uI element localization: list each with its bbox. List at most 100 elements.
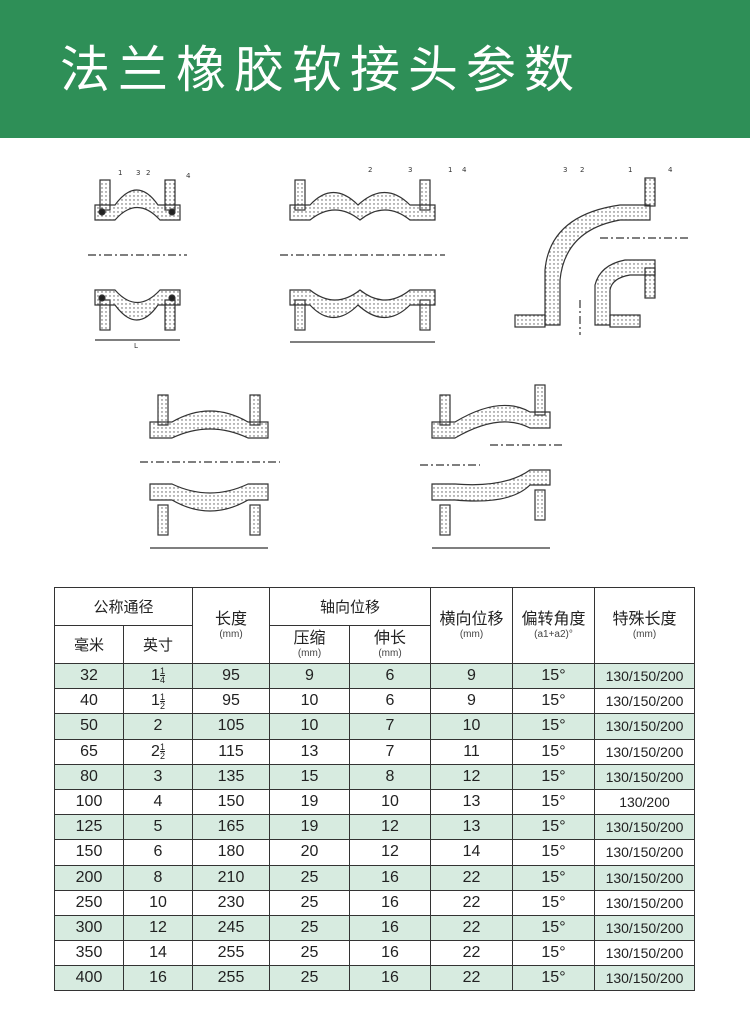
header-length: 长度 (mm) bbox=[192, 587, 270, 664]
cell-compress: 25 bbox=[269, 914, 350, 942]
diagram-label-1: 1 bbox=[118, 169, 122, 177]
cell-length: 105 bbox=[192, 713, 270, 740]
cell-lateral: 11 bbox=[430, 738, 513, 765]
cell-angle: 15° bbox=[512, 889, 595, 916]
cell-mm: 100 bbox=[54, 788, 124, 816]
header-inch: 英寸 bbox=[123, 625, 193, 664]
cell-compress: 25 bbox=[269, 889, 350, 916]
inch-whole: 14 bbox=[149, 944, 167, 962]
cell-length: 150 bbox=[192, 788, 270, 816]
cell-angle: 15° bbox=[512, 839, 595, 866]
header-compress: 压缩 (mm) bbox=[269, 625, 350, 664]
cell-compress: 20 bbox=[269, 839, 350, 866]
cell-length: 180 bbox=[192, 839, 270, 866]
cell-lateral: 22 bbox=[430, 864, 513, 891]
cell-compress: 13 bbox=[269, 738, 350, 765]
header-nominal: 公称通径 bbox=[54, 587, 193, 626]
cell-angle: 15° bbox=[512, 814, 595, 841]
cell-inch: 6 bbox=[123, 839, 193, 866]
parameters-table: 公称通径 长度 (mm) 轴向位移 横向位移 (mm) 偏转角度 (a1+a2)… bbox=[54, 587, 695, 992]
double-sphere-drawing bbox=[280, 179, 445, 343]
cell-lateral: 13 bbox=[430, 788, 513, 816]
cell-special: 130/150/200 bbox=[594, 839, 695, 866]
cell-extend: 12 bbox=[349, 814, 431, 841]
cell-special: 130/150/200 bbox=[594, 763, 695, 790]
diagram2-label-1: 1 bbox=[448, 166, 452, 174]
cell-mm: 200 bbox=[54, 864, 124, 891]
cell-extend: 8 bbox=[349, 763, 431, 790]
cell-mm: 40 bbox=[54, 688, 124, 715]
header-special: 特殊长度 (mm) bbox=[594, 587, 695, 664]
diagram2-label-4: 4 bbox=[462, 166, 467, 174]
cell-compress: 19 bbox=[269, 788, 350, 816]
header-special-unit: (mm) bbox=[632, 629, 657, 640]
cell-compress: 10 bbox=[269, 713, 350, 740]
elbow-drawing bbox=[514, 177, 690, 335]
cell-angle: 15° bbox=[512, 965, 595, 992]
header-lateral-label: 横向位移 bbox=[439, 611, 504, 628]
cell-mm: 65 bbox=[54, 738, 124, 765]
header-compress-label: 压缩 bbox=[293, 630, 326, 647]
cell-lateral: 14 bbox=[430, 839, 513, 866]
cell-inch: 5 bbox=[123, 814, 193, 841]
fraction-denominator: 4 bbox=[159, 675, 165, 686]
cell-mm: 125 bbox=[54, 814, 124, 841]
wide-sphere-drawing bbox=[140, 394, 280, 549]
cell-mm: 400 bbox=[54, 965, 124, 992]
fraction-numerator: 1 bbox=[159, 691, 165, 702]
cell-compress: 15 bbox=[269, 763, 350, 790]
header-extend-unit: (mm) bbox=[378, 648, 402, 659]
cell-extend: 10 bbox=[349, 788, 431, 816]
cell-lateral: 13 bbox=[430, 814, 513, 841]
inch-whole: 12 bbox=[149, 918, 167, 936]
cell-inch: 12 bbox=[123, 914, 193, 942]
inch-whole: 1 bbox=[151, 667, 160, 685]
inch-whole: 4 bbox=[153, 793, 163, 811]
cell-length: 255 bbox=[192, 940, 270, 967]
inch-whole: 10 bbox=[149, 893, 167, 911]
cell-lateral: 12 bbox=[430, 763, 513, 790]
header-lateral-unit: (mm) bbox=[459, 629, 484, 640]
cell-special: 130/150/200 bbox=[594, 662, 695, 690]
diagram-label-4: 4 bbox=[186, 172, 191, 180]
diagram-label-3: 3 bbox=[136, 169, 140, 177]
cell-inch: 2 bbox=[123, 713, 193, 740]
cell-inch: 16 bbox=[123, 965, 193, 992]
cell-compress: 25 bbox=[269, 965, 350, 992]
cell-mm: 300 bbox=[54, 914, 124, 942]
diagram3-label-1: 1 bbox=[628, 166, 632, 174]
cell-lateral: 9 bbox=[430, 662, 513, 690]
cell-length: 165 bbox=[192, 814, 270, 841]
cell-lateral: 22 bbox=[430, 965, 513, 992]
diagram3-label-2: 2 bbox=[580, 166, 584, 174]
single-sphere-drawing bbox=[88, 179, 187, 341]
cell-extend: 7 bbox=[349, 713, 431, 740]
header-mm: 毫米 bbox=[54, 625, 124, 664]
cell-lateral: 9 bbox=[430, 688, 513, 715]
header-angle: 偏转角度 (a1+a2)° bbox=[512, 587, 595, 664]
cell-compress: 19 bbox=[269, 814, 350, 841]
inch-whole: 6 bbox=[153, 843, 163, 861]
cell-angle: 15° bbox=[512, 662, 595, 690]
cell-special: 130/150/200 bbox=[594, 914, 695, 942]
cell-extend: 16 bbox=[349, 889, 431, 916]
cell-special: 130/150/200 bbox=[594, 814, 695, 841]
cell-length: 95 bbox=[192, 688, 270, 715]
cell-lateral: 10 bbox=[430, 713, 513, 740]
header-extend-label: 伸长 bbox=[373, 630, 406, 647]
page-header: 法兰橡胶软接头参数 bbox=[0, 0, 750, 138]
inch-whole: 16 bbox=[149, 969, 167, 987]
cell-compress: 9 bbox=[269, 662, 350, 690]
diagram2-label-3: 3 bbox=[408, 166, 412, 174]
